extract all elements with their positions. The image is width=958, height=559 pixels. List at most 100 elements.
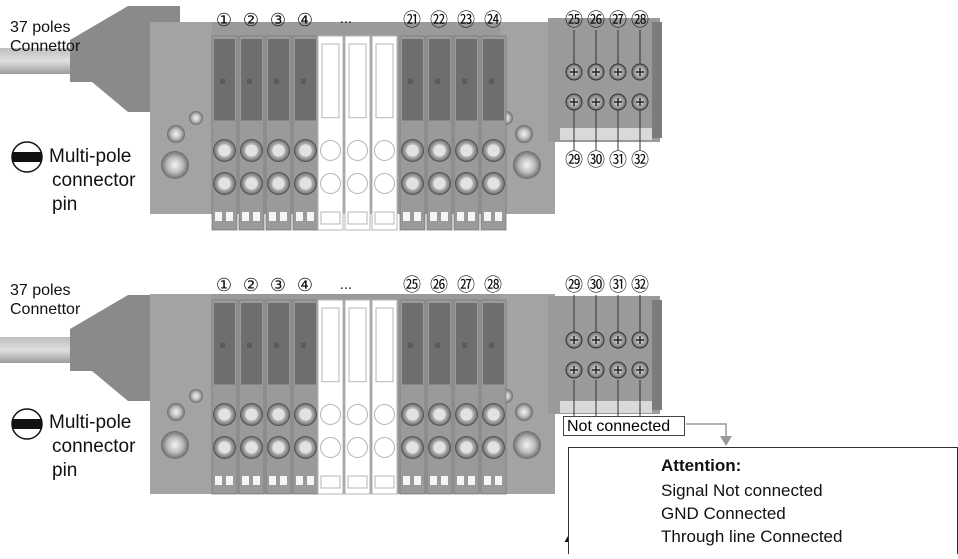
callout-number: ②: [243, 275, 259, 296]
module-screw: [566, 64, 582, 80]
valve-slice: [427, 300, 452, 494]
module-screw: [632, 94, 648, 110]
module-screw: [632, 64, 648, 80]
valve-slice: [293, 36, 318, 230]
not-connected-label: Not connected: [563, 416, 685, 436]
valve-slice: [212, 36, 237, 230]
module-screw: [588, 64, 604, 80]
valve-slice: [212, 300, 237, 494]
connector-label-line2: Connettor: [10, 300, 80, 319]
callout-number: ㉘: [484, 275, 502, 296]
callout-number: ④: [297, 10, 313, 31]
callout-number: ③: [270, 10, 286, 31]
endplate-fitting: [161, 431, 189, 459]
endplate-fitting: [513, 151, 541, 179]
callout-number: ②: [243, 10, 259, 31]
attention-title: Attention:: [661, 456, 741, 476]
valve-slice: [266, 300, 291, 494]
valve-group: [212, 36, 506, 230]
endplate-fitting: [515, 125, 533, 143]
valve-slice: [293, 300, 318, 494]
ghost-valve-slice: [372, 36, 397, 230]
pin-label-line1: Multi-pole: [49, 411, 131, 435]
callout-number: ㉕: [565, 10, 583, 31]
valve-slice: [266, 36, 291, 230]
valve-slice: [454, 300, 479, 494]
endplate-fitting: [167, 125, 185, 143]
endplate-fitting: [189, 389, 203, 403]
callout-number: ㉚: [587, 150, 605, 171]
valve-slice: [454, 36, 479, 230]
pin-label-line2: connector: [52, 435, 135, 459]
connector-label-line1: 37 poles: [10, 18, 80, 37]
valve-group: [212, 300, 506, 494]
pin-label-line3: pin: [52, 193, 135, 217]
electrical-module: [548, 296, 660, 414]
ghost-valve-slice: [372, 300, 397, 494]
ellipsis: ...: [340, 278, 352, 293]
callout-number: ㉖: [430, 275, 448, 296]
callout-number: ㉛: [609, 150, 627, 171]
valve-slice: [481, 36, 506, 230]
valve-slice: [427, 36, 452, 230]
connector-label-bottom: 37 poles Connettor: [10, 281, 80, 319]
module-screw: [632, 362, 648, 378]
module-screw: [566, 332, 582, 348]
callout-number: ③: [270, 275, 286, 296]
callout-number: ㉙: [565, 150, 583, 171]
ellipsis: ...: [340, 12, 352, 27]
connector-label-top: 37 poles Connettor: [10, 18, 80, 56]
valve-slice: [239, 36, 264, 230]
callout-number: ㉗: [609, 10, 627, 31]
endplate-fitting: [513, 431, 541, 459]
callout-number: ①: [216, 10, 232, 31]
ghost-valve-slice: [345, 36, 370, 230]
callout-number: ㉚: [587, 275, 605, 296]
callout-number: ㉖: [587, 10, 605, 31]
module-edge: [652, 300, 662, 410]
module-screw: [566, 362, 582, 378]
ghost-valve-slice: [345, 300, 370, 494]
endplate-fitting: [167, 403, 185, 421]
valve-slice: [239, 300, 264, 494]
attention-line: Through line Connected: [661, 526, 842, 548]
endplate-fitting: [515, 403, 533, 421]
ghost-valve-slice: [318, 36, 343, 230]
module-screw: [610, 332, 626, 348]
attention-line: Signal Not connected: [661, 480, 823, 502]
endplate-fitting: [161, 151, 189, 179]
callout-number: ㉔: [484, 10, 502, 31]
electrical-module: [548, 18, 660, 142]
connector-label-line1: 37 poles: [10, 281, 80, 300]
callout-number: ㉑: [403, 10, 421, 31]
pin-symbol-icon: [12, 409, 42, 439]
callout-number: ㉓: [457, 10, 475, 31]
valve-slice: [400, 300, 425, 494]
module-screw: [588, 362, 604, 378]
callout-number: ㉜: [631, 275, 649, 296]
pin-label-top: Multi-pole: [49, 145, 131, 169]
attention-line: GND Connected: [661, 503, 786, 525]
pin-label-bottom: Multi-pole: [49, 411, 131, 435]
pin-symbol-icon: [12, 142, 42, 172]
pin-label-top-cont: connector pin: [52, 169, 135, 217]
ghost-valve-slice: [318, 300, 343, 494]
pin-label-line2: connector: [52, 169, 135, 193]
callout-number: ④: [297, 275, 313, 296]
valve-slice: [481, 300, 506, 494]
callout-number: ①: [216, 275, 232, 296]
callout-number: ㉘: [631, 10, 649, 31]
module-screw: [610, 94, 626, 110]
attention-arrow: [686, 424, 732, 446]
callout-number: ㉕: [403, 275, 421, 296]
valve-slice: [400, 36, 425, 230]
module-screw: [610, 362, 626, 378]
pin-label-bottom-cont: connector pin: [52, 435, 135, 483]
attention-box: Attention: Signal Not connected GND Conn…: [568, 447, 958, 554]
module-screw: [566, 94, 582, 110]
module-screw: [632, 332, 648, 348]
module-screw: [588, 94, 604, 110]
